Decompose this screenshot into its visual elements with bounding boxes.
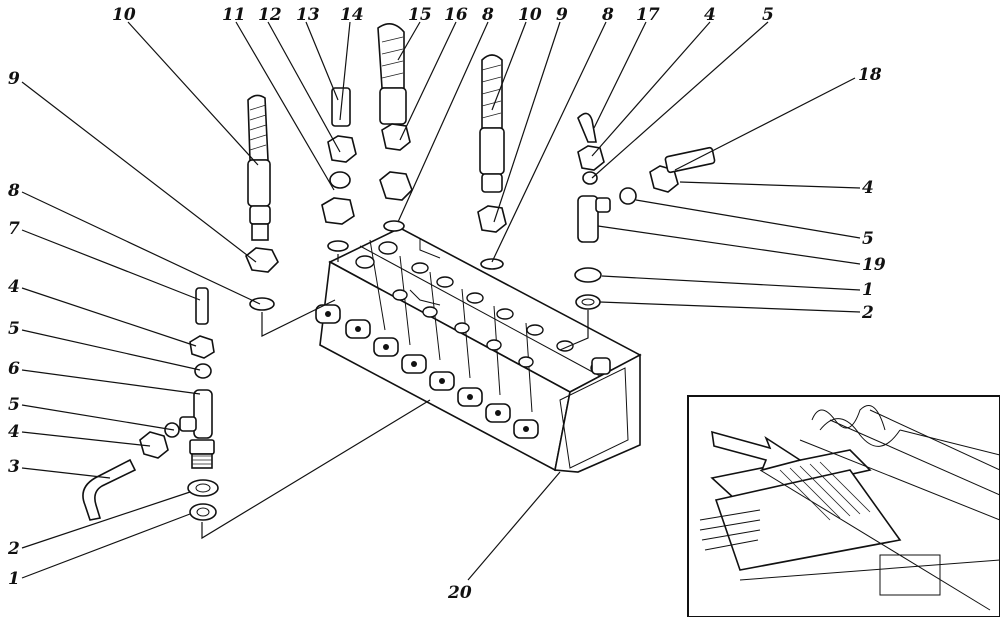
top-label: 8 bbox=[601, 5, 614, 25]
top-label: 5 bbox=[762, 5, 774, 25]
left-label: 5 bbox=[8, 395, 20, 415]
right-hose-assembly bbox=[477, 54, 507, 270]
left-hose-assembly bbox=[245, 94, 279, 311]
top-label: 10 bbox=[112, 5, 136, 25]
top-label: 11 bbox=[222, 5, 246, 25]
right-label: 18 bbox=[858, 65, 882, 85]
top-label: 4 bbox=[704, 5, 716, 25]
left-fitting-stack bbox=[82, 287, 219, 521]
top-label: 15 bbox=[408, 5, 432, 25]
top-label: 17 bbox=[636, 5, 660, 25]
left-label: 5 bbox=[8, 319, 20, 339]
top-label: 16 bbox=[444, 5, 468, 25]
right-fitting-stack bbox=[574, 112, 716, 310]
top-label: 13 bbox=[296, 5, 320, 25]
distributor-valve-block bbox=[315, 227, 642, 473]
top-label: 9 bbox=[556, 5, 568, 25]
top-label: 10 bbox=[518, 5, 542, 25]
right-label: 5 bbox=[862, 229, 874, 249]
callout-labels: 10 11 12 13 14 15 16 8 10 9 8 17 4 5 9 8… bbox=[7, 5, 886, 603]
left-label: 3 bbox=[8, 457, 20, 477]
right-label: 4 bbox=[862, 178, 874, 198]
vehicle-location-inset bbox=[687, 395, 1000, 617]
top-label: 14 bbox=[340, 5, 364, 25]
pipe-13-14-assembly bbox=[321, 87, 357, 252]
leader-lines bbox=[21, 21, 861, 581]
left-label: 7 bbox=[8, 219, 20, 239]
left-label: 2 bbox=[7, 539, 20, 559]
bottom-label: 20 bbox=[447, 583, 472, 603]
left-label: 6 bbox=[8, 359, 20, 379]
top-label: 12 bbox=[258, 5, 282, 25]
right-label: 1 bbox=[862, 280, 874, 300]
left-label: 8 bbox=[7, 181, 20, 201]
left-label: 1 bbox=[8, 569, 20, 589]
left-label: 4 bbox=[8, 277, 20, 297]
top-label: 8 bbox=[481, 5, 494, 25]
center-hose-assembly bbox=[377, 23, 413, 232]
right-label: 2 bbox=[861, 303, 874, 323]
left-label: 4 bbox=[8, 422, 20, 442]
left-label: 9 bbox=[8, 69, 20, 89]
right-label: 19 bbox=[862, 255, 886, 275]
